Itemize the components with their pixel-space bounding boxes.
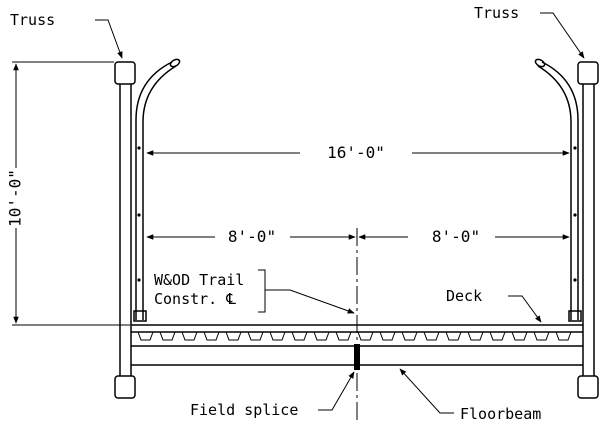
floorbeam-leader	[399, 368, 454, 414]
deck-corrugation	[133, 331, 573, 341]
half-width-dimensions: 8'-0" 8'-0"	[146, 227, 570, 246]
right-railing-bolt	[573, 213, 577, 217]
truss-right-callout: Truss	[474, 4, 585, 59]
left-railing-bolt	[137, 213, 141, 217]
field-splice-label: Field splice	[190, 401, 298, 419]
left-railing-base	[133, 310, 147, 322]
left-truss-top-chord	[114, 61, 136, 85]
left-railing	[133, 58, 181, 322]
truss-left-label: Truss	[10, 11, 55, 29]
truss-right-leader	[540, 12, 585, 59]
deck-callout: Deck	[446, 287, 542, 323]
right-railing-cap	[534, 58, 546, 68]
height-dim-label: 10'-0"	[6, 169, 25, 227]
total-width-dimension: 16'-0"	[146, 143, 570, 162]
right-half-width-label: 8'-0"	[432, 227, 480, 246]
trail-label-bracket	[258, 269, 266, 313]
field-splice-callout: Field splice	[190, 371, 355, 419]
right-railing	[534, 58, 582, 322]
right-truss	[577, 61, 599, 399]
truss-left-callout: Truss	[10, 11, 123, 59]
left-railing-cap	[169, 58, 181, 68]
left-half-width-label: 8'-0"	[228, 227, 276, 246]
deck-label: Deck	[446, 287, 482, 305]
right-railing-base	[568, 310, 582, 322]
floorbeam-callout: Floorbeam	[399, 368, 541, 423]
right-railing-inner	[537, 65, 572, 320]
trail-centerline-callout: W&OD Trail Constr. ℄	[154, 269, 355, 314]
right-truss-top-chord	[577, 61, 599, 85]
field-splice-leader	[318, 371, 355, 411]
truss-right-label: Truss	[474, 4, 519, 22]
left-railing-bolt	[137, 146, 141, 150]
left-truss-bottom-chord	[114, 375, 136, 399]
right-truss-bottom-chord	[577, 375, 599, 399]
trail-leader	[265, 289, 355, 314]
right-railing-outer	[541, 61, 579, 320]
trail-label-line2: Constr. ℄	[154, 290, 236, 308]
left-railing-bolt	[137, 278, 141, 282]
right-railing-bolt	[573, 146, 577, 150]
left-railing-inner	[142, 65, 177, 320]
total-width-label: 16'-0"	[327, 143, 385, 162]
left-truss	[114, 61, 136, 399]
left-railing-outer	[135, 61, 173, 320]
right-railing-bolt	[573, 278, 577, 282]
height-dimension: 10'-0"	[6, 61, 130, 326]
floorbeam-label: Floorbeam	[460, 405, 541, 423]
deck-leader	[508, 295, 542, 323]
truss-left-leader	[95, 19, 123, 59]
trail-label-line1: W&OD Trail	[154, 271, 244, 289]
